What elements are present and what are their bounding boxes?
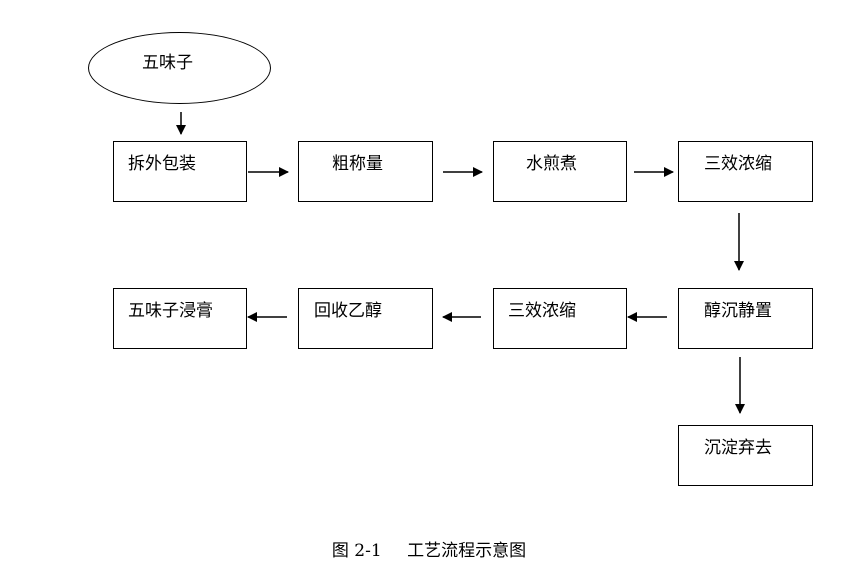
step-discard-sediment-label: 沉淀弃去 xyxy=(704,438,772,458)
start-node-wuweizi: 五味子 xyxy=(88,32,271,104)
step-rough-weigh: 粗称量 xyxy=(298,141,433,202)
step-water-decoction: 水煎煮 xyxy=(493,141,627,202)
step-alcohol-precipitation-label: 醇沉静置 xyxy=(704,301,772,321)
step-ethanol-recovery-label: 回收乙醇 xyxy=(314,301,382,321)
step-triple-effect-concentration-1: 三效浓缩 xyxy=(678,141,813,202)
step-unpack-label: 拆外包装 xyxy=(128,154,196,174)
step-unpack: 拆外包装 xyxy=(113,141,247,202)
start-node-label: 五味子 xyxy=(142,53,193,73)
step-discard-sediment: 沉淀弃去 xyxy=(678,425,813,486)
figure-number: 图 2-1 xyxy=(331,541,382,561)
step-extract-paste-label: 五味子浸膏 xyxy=(128,301,213,321)
step-triple-effect-concentration-2-label: 三效浓缩 xyxy=(508,301,576,321)
step-water-decoction-label: 水煎煮 xyxy=(526,154,577,174)
step-triple-effect-concentration-2: 三效浓缩 xyxy=(493,288,627,349)
figure-title: 工艺流程示意图 xyxy=(407,541,527,561)
step-extract-paste: 五味子浸膏 xyxy=(113,288,247,349)
step-triple-effect-concentration-1-label: 三效浓缩 xyxy=(704,154,772,174)
figure-caption: 图 2-1 工艺流程示意图 xyxy=(0,536,858,561)
step-alcohol-precipitation: 醇沉静置 xyxy=(678,288,813,349)
step-rough-weigh-label: 粗称量 xyxy=(332,154,383,174)
step-ethanol-recovery: 回收乙醇 xyxy=(298,288,433,349)
